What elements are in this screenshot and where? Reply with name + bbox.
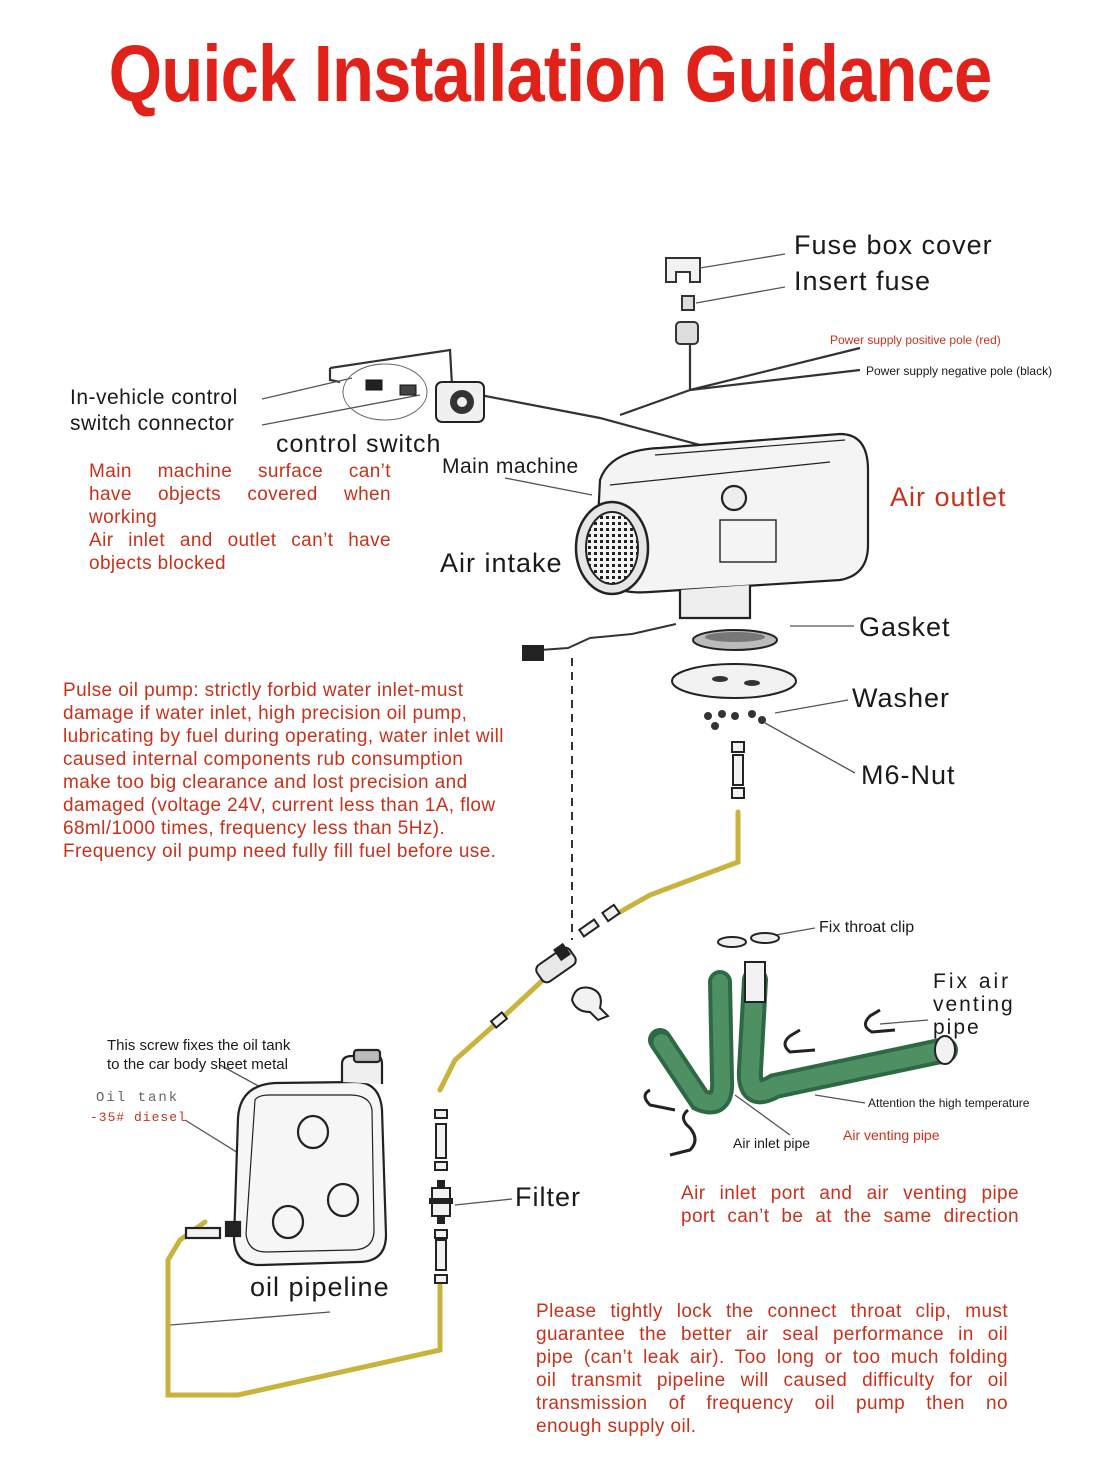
throat-clips-part [717,932,780,948]
label-screw-note-2: to the car body sheet metal [107,1056,288,1073]
switch-connector-part [365,379,417,396]
note-ports: Air inlet port and air venting pipe port… [681,1182,1019,1228]
page-title: Quick Installation Guidance [108,29,993,118]
note-clip-line: enough supply oil. [536,1416,697,1437]
label-screw-note-1: This screw fixes the oil tank [107,1037,291,1054]
note-pump-line: damaged (voltage 24V, current less than … [63,795,496,816]
note-surface-line: Main machine surface can’t [89,461,391,482]
note-clip-line: guarantee the better air seal performanc… [536,1324,1008,1345]
label-fix-air-venting-3: pipe [933,1016,981,1039]
note-clip-line: oil transmit pipeline will caused diffic… [536,1370,1008,1391]
note-pulse-oil-pump: Pulse oil pump: strictly forbid water in… [63,679,504,863]
label-air-inlet-pipe: Air inlet pipe [733,1135,811,1151]
air-venting-pipe-part [736,961,958,1105]
oil-tank-part [184,1048,388,1267]
note-throat-clip: Please tightly lock the connect throat c… [536,1300,1008,1438]
label-main-machine: Main machine [442,455,579,478]
control-switch-part [435,381,485,423]
label-fix-air-venting-1: Fix air [933,970,1012,993]
gasket-part [692,629,778,651]
label-insert-fuse: Insert fuse [794,266,932,296]
label-fix-air-venting-2: venting [933,993,1015,1016]
note-clip-line: transmission of frequency oil pump then … [536,1393,1008,1414]
label-power-negative: Power supply negative pole (black) [866,364,1053,378]
air-intake-grille [574,500,650,596]
connector-highlight [342,363,428,421]
fuel-line [165,809,741,1398]
note-ports-line: port can’t be at the same direction [681,1206,1019,1227]
m6-nut-parts [704,710,766,730]
note-clip-line: pipe (can’t leak air). Too long or too m… [536,1347,1008,1368]
label-oil-tank: Oil tank [96,1090,180,1106]
label-power-positive: Power supply positive pole (red) [830,333,1001,347]
label-oil-pipeline: oil pipeline [250,1272,390,1302]
note-surface-line: Air inlet and outlet can’t have [89,530,391,551]
label-fix-throat-clip: Fix throat clip [819,919,915,936]
venting-pipe-brackets-part [643,1008,896,1157]
note-ports-line: Air inlet port and air venting pipe [681,1183,1019,1204]
label-washer: Washer [852,683,951,713]
pump-clamp-part [570,986,610,1022]
note-pump-line: make too big clearance and lost precisio… [63,772,468,793]
pump-plug [522,645,544,661]
fuse-box-cover [665,257,701,283]
label-attention-high-temp: Attention the high temperature [868,1096,1030,1110]
note-pump-line: caused internal components rub consumpti… [63,749,464,770]
label-air-intake: Air intake [440,548,563,578]
washer-part [671,663,797,699]
pump-signal-wire [539,623,677,940]
air-inlet-pipe-part [648,970,735,1115]
label-in-vehicle-control: In-vehicle control [70,386,238,409]
note-surface-line: objects blocked [89,553,226,574]
fuel-line-fittings [434,741,745,1284]
insert-fuse-part [675,295,699,345]
note-pump-line: damage if water inlet, high precision oi… [63,703,468,724]
note-pump-line: 68ml/1000 times, frequency less than 5Hz… [63,818,446,839]
label-diesel: -35# diesel [90,1110,187,1125]
label-control-switch: control switch [276,430,442,458]
note-pump-line: Frequency oil pump need fully fill fuel … [63,841,497,862]
pulse-oil-pump-part [535,942,577,984]
label-fuse-box-cover: Fuse box cover [794,230,993,260]
fuel-filter-part [429,1180,453,1224]
label-filter: Filter [515,1182,581,1212]
label-air-venting-pipe: Air venting pipe [843,1127,940,1143]
note-surface-line: working [89,507,158,528]
label-air-outlet: Air outlet [890,482,1007,512]
label-switch-connector: switch connector [70,412,235,435]
label-gasket: Gasket [859,612,951,642]
note-surface-line: have objects covered when [89,484,391,505]
note-surface: Main machine surface can’t have objects … [89,460,391,575]
note-clip-line: Please tightly lock the connect throat c… [536,1301,1008,1322]
note-pump-line: Pulse oil pump: strictly forbid water in… [63,680,464,701]
label-m6-nut: M6-Nut [861,760,956,790]
note-pump-line: lubricating by fuel during operating, wa… [63,726,504,747]
